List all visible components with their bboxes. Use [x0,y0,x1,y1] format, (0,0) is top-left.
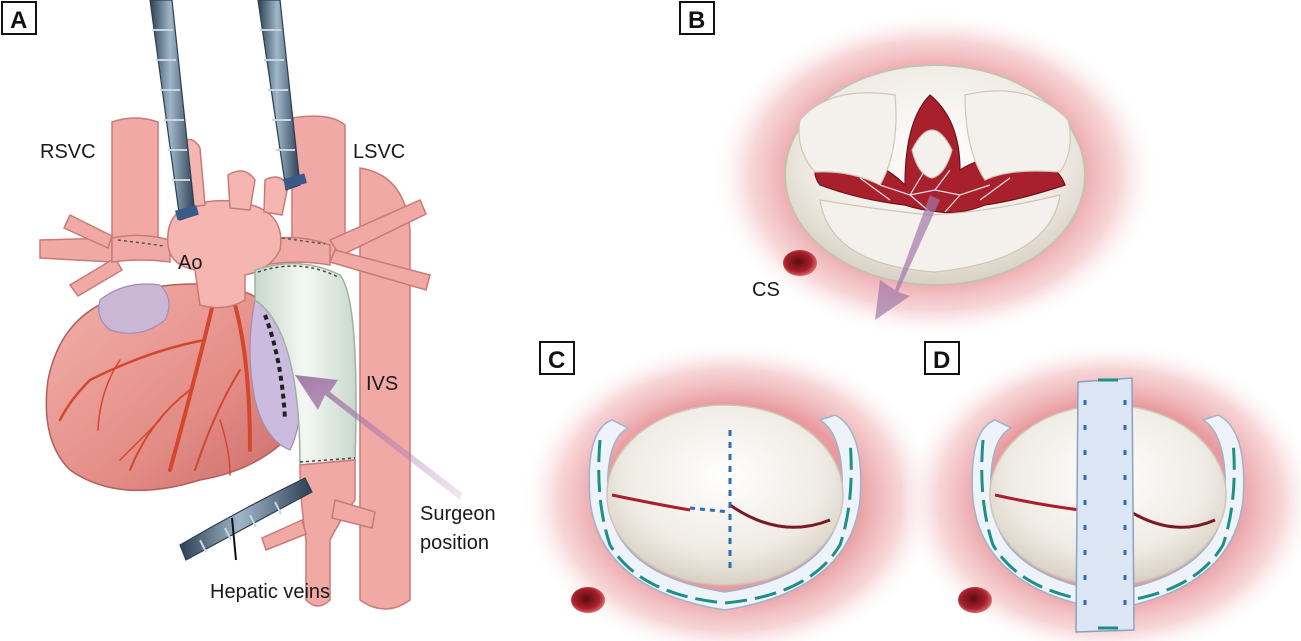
hepatic-branch-left [262,520,306,550]
label-cs: CS [752,279,780,301]
panel-c-letter: C [548,347,565,374]
label-lsvc: LSVC [353,141,405,163]
rsvc-branch-lower [70,258,122,296]
label-rsvc: RSVC [40,141,96,163]
label-ivs: IVS [366,373,398,395]
label-surgeon-line1: Surgeon [420,503,496,525]
cannula-ivc [180,478,312,560]
rsvc-vessel [112,118,158,245]
label-surgeon-line2: position [420,532,489,554]
panel-a-letter: A [10,7,27,34]
panel-a: A [2,0,496,609]
label-ao: Ao [178,252,202,274]
label-hepatic-veins: Hepatic veins [210,581,330,603]
rsvc-connection [112,235,170,262]
panel-d-letter: D [933,347,950,374]
panel-d-coronary-sinus [958,587,992,613]
panel-c-valve [607,405,843,585]
panel-c: C [520,340,940,641]
panel-c-coronary-sinus [571,587,605,613]
panel-b: B CS [680,2,1160,340]
aortic-arch-branch-2 [228,171,255,210]
panel-d: D [900,340,1301,641]
panel-b-coronary-sinus [783,250,817,276]
panel-b-letter: B [688,7,705,34]
